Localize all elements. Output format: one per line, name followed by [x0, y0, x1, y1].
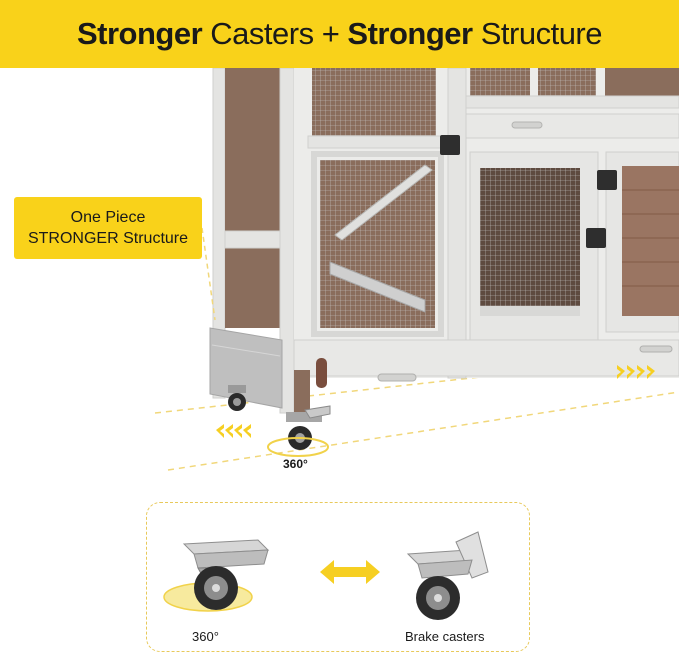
structure-callout: One Piece STRONGER Structure	[14, 197, 202, 259]
hutch-front-frame	[293, 68, 679, 420]
header-banner: Stronger Casters + Stronger Structure	[0, 0, 679, 68]
banner-title-stronger-2: Stronger	[347, 16, 473, 51]
chevron-left-icon	[216, 424, 251, 438]
ground-guide-lines	[154, 354, 679, 471]
banner-title-casters: Casters +	[202, 16, 348, 51]
caster-detail-illustration	[163, 531, 489, 620]
caster-left-rear	[228, 385, 246, 411]
main-rotation-label: 360°	[283, 457, 308, 471]
chevron-right-icon	[617, 365, 655, 379]
callout-line-1: One Piece	[70, 209, 146, 226]
brake-caster-icon	[406, 531, 489, 620]
swivel-caster-icon	[182, 539, 270, 610]
swivel-caption: 360°	[192, 629, 219, 644]
banner-title-structure: Structure	[472, 16, 603, 51]
callout-connector	[201, 227, 216, 321]
hutch-left-end	[209, 68, 295, 414]
banner-title: Stronger Casters + Stronger Structure	[76, 16, 603, 52]
brake-caption: Brake casters	[405, 629, 485, 644]
rotation-ring	[267, 437, 329, 457]
banner-title-stronger-1: Stronger	[76, 16, 203, 51]
callout-line-2: STRONGER Structure	[27, 230, 189, 247]
caster-front	[286, 405, 331, 450]
double-arrow-icon	[320, 560, 380, 584]
caster-detail-box	[146, 502, 530, 652]
hutch-illustration	[154, 68, 679, 471]
